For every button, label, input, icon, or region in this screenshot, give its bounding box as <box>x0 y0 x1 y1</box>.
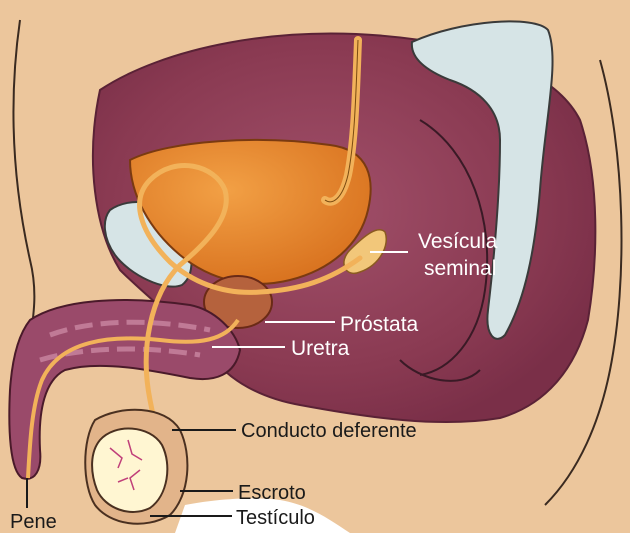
label-testiculo: Testículo <box>236 508 315 528</box>
label-escroto: Escroto <box>238 483 306 503</box>
label-vesicula-seminal-line1: Vesícula <box>418 231 497 252</box>
testicle <box>92 429 167 512</box>
label-prostata: Próstata <box>340 314 418 335</box>
label-uretra: Uretra <box>291 338 349 359</box>
label-conducto-deferente: Conducto deferente <box>241 421 417 441</box>
label-pene: Pene <box>10 512 57 532</box>
label-vesicula-seminal-line2: seminal <box>424 258 496 279</box>
